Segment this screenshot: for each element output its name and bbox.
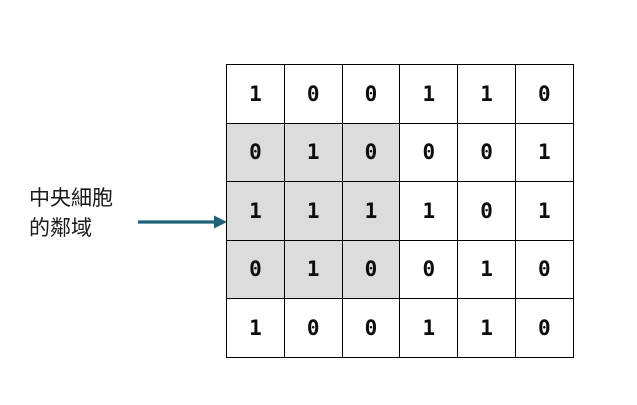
- grid-cell[interactable]: 0: [399, 239, 459, 299]
- grid-cell[interactable]: 0: [457, 181, 516, 241]
- grid-cell[interactable]: 1: [226, 298, 285, 358]
- grid-cell[interactable]: 1: [399, 181, 459, 241]
- grid-cell-highlighted[interactable]: 1: [341, 181, 401, 241]
- grid-cell-highlighted[interactable]: 1: [226, 181, 285, 241]
- grid-cell-center[interactable]: 1: [283, 181, 343, 241]
- grid-cell[interactable]: 1: [457, 239, 516, 299]
- grid-row: 0 1 0 0 0 1: [226, 122, 574, 182]
- grid-cell[interactable]: 0: [514, 64, 574, 124]
- grid-cell-highlighted[interactable]: 0: [341, 122, 401, 182]
- arrow-right-icon: [138, 215, 227, 229]
- grid-cell-highlighted[interactable]: 0: [341, 239, 401, 299]
- grid-row: 0 1 0 0 1 0: [226, 239, 574, 299]
- grid-cell[interactable]: 0: [283, 298, 343, 358]
- grid-cell[interactable]: 1: [399, 64, 459, 124]
- annotation-label-line-1: 中央細胞: [29, 186, 113, 210]
- grid-cell[interactable]: 0: [341, 298, 401, 358]
- grid-cell[interactable]: 0: [514, 239, 574, 299]
- grid-cell[interactable]: 0: [457, 122, 516, 182]
- cell-grid: 1 0 0 1 1 0 0 1 0 0 0 1 1 1 1 1 0 1: [226, 64, 574, 358]
- grid-cell-highlighted[interactable]: 1: [283, 239, 343, 299]
- annotation-label: 中央細胞 的鄰域: [29, 183, 144, 243]
- grid-cell[interactable]: 0: [514, 298, 574, 358]
- grid-cell[interactable]: 1: [457, 298, 516, 358]
- grid-cell[interactable]: 0: [283, 64, 343, 124]
- grid-row: 1 0 0 1 1 0: [226, 298, 574, 358]
- grid-cell[interactable]: 1: [514, 181, 574, 241]
- grid-cell[interactable]: 1: [514, 122, 574, 182]
- grid-cell[interactable]: 1: [457, 64, 516, 124]
- grid-cell-highlighted[interactable]: 0: [226, 239, 285, 299]
- grid-row: 1 1 1 1 0 1: [226, 181, 574, 241]
- annotation-label-line-2: 的鄰域: [29, 216, 92, 240]
- grid-cell[interactable]: 1: [399, 298, 459, 358]
- grid-row: 1 0 0 1 1 0: [226, 64, 574, 124]
- grid-cell-highlighted[interactable]: 0: [226, 122, 285, 182]
- grid-cell-highlighted[interactable]: 1: [283, 122, 343, 182]
- grid-cell[interactable]: 0: [341, 64, 401, 124]
- grid-cell[interactable]: 1: [226, 64, 285, 124]
- grid-cell[interactable]: 0: [399, 122, 459, 182]
